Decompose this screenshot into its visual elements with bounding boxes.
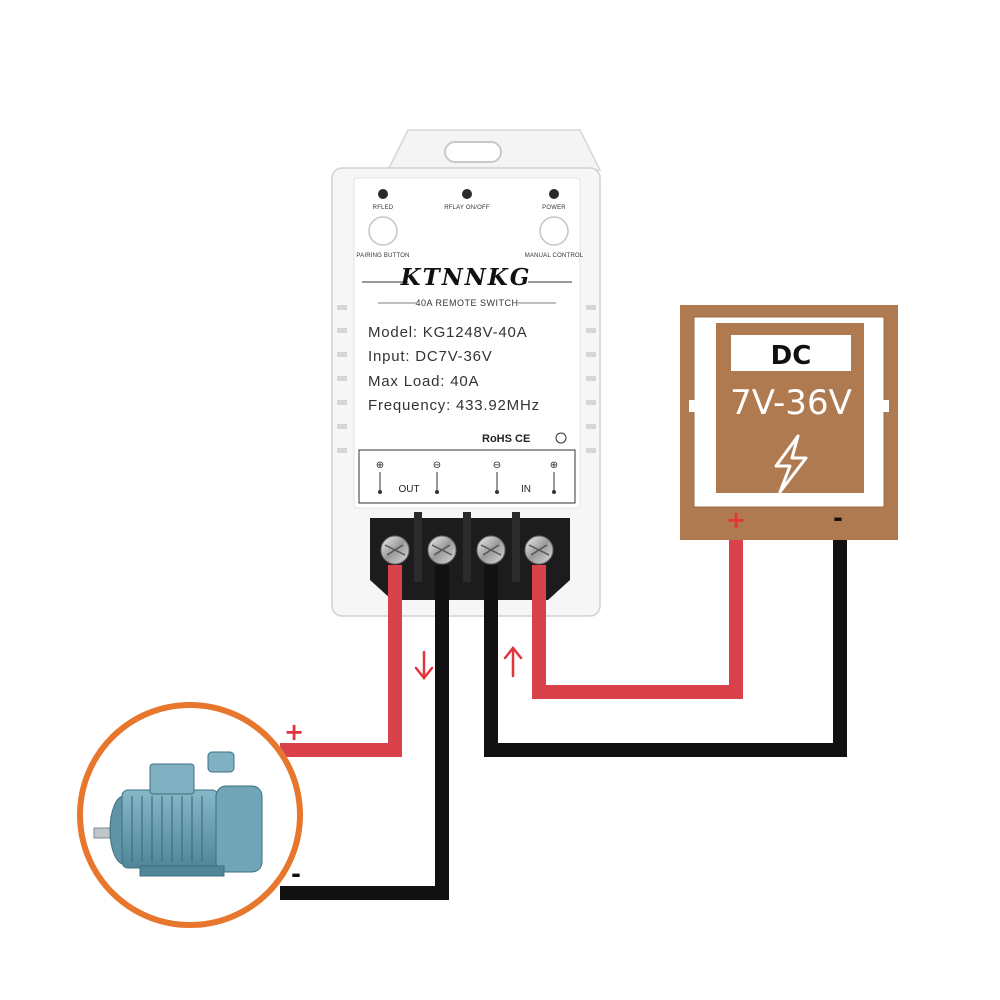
power-label: POWER — [542, 205, 566, 211]
motor-body — [121, 789, 219, 869]
motor-cooling-fins — [131, 796, 203, 862]
wires — [280, 540, 847, 900]
motor-fan-cover — [215, 785, 263, 873]
in-plus-symbol: ⊕ — [550, 460, 558, 471]
remote-switch-device: RFLED RFLAY ON/OFF POWER PAIRING BUTTON … — [331, 129, 602, 617]
lightning-icon — [774, 434, 808, 494]
spec-max-load: Max Load: 40A — [368, 373, 479, 390]
recycle-icon — [555, 432, 567, 444]
out-minus-symbol: ⊖ — [433, 460, 441, 471]
terminal-screws — [380, 535, 554, 565]
spec-input: Input: DC7V-36V — [368, 348, 493, 365]
up-arrow-icon — [503, 645, 523, 678]
manual-control-button[interactable] — [539, 216, 569, 246]
supply-right-tab — [879, 400, 889, 412]
terminal-divider-2 — [463, 512, 471, 582]
terminal-legend-symbols: ⊕ ⊖ ⊖ ⊕ — [376, 460, 558, 494]
motor-feet — [139, 865, 225, 877]
in-minus-symbol: ⊖ — [493, 460, 501, 471]
motor: + - — [77, 702, 304, 928]
right-vent-slots — [586, 305, 596, 453]
pairing-button-label: PAIRING BUTTON — [356, 253, 409, 259]
wire-in-negative — [484, 540, 847, 757]
rfled-label: RFLED — [373, 205, 394, 211]
supply-dc-label: DC — [771, 341, 812, 371]
supply-plus-sign: + — [726, 506, 746, 534]
terminal-legend-box — [358, 449, 576, 504]
wire-out-negative — [280, 565, 449, 900]
supply-minus-sign: - — [833, 504, 843, 532]
power-indicator-led — [549, 189, 559, 199]
motor-minus-sign: - — [291, 860, 301, 888]
dc-power-supply: DC 7V-36V + - — [680, 305, 898, 540]
terminal-divider-1 — [414, 512, 422, 582]
wire-out-positive — [280, 565, 402, 757]
terminal-divider-3 — [512, 512, 520, 582]
supply-dc-window — [731, 335, 851, 371]
left-vent-slots — [337, 305, 347, 453]
out-plus-symbol: ⊕ — [376, 460, 384, 471]
motor-junction-box — [149, 763, 195, 795]
out-label: OUT — [398, 484, 419, 495]
rfled-indicator-led — [378, 189, 388, 199]
down-arrow-icon — [414, 650, 434, 681]
motor-plus-sign: + — [284, 718, 304, 746]
relay-label: RFLAY ON/OFF — [444, 205, 490, 211]
supply-left-tab — [689, 400, 699, 412]
relay-indicator-led — [462, 189, 472, 199]
spec-model: Model: KG1248V-40A — [368, 324, 528, 341]
wire-in-positive — [532, 540, 743, 699]
current-flow-arrows — [414, 645, 523, 681]
in-label: IN — [521, 484, 531, 495]
supply-voltage-label: 7V-36V — [730, 383, 852, 423]
spec-frequency: Frequency: 433.92MHz — [368, 397, 540, 414]
motor-lifting-eye — [207, 751, 235, 773]
pairing-button[interactable] — [368, 216, 398, 246]
product-subtitle: 40A REMOTE SWITCH — [415, 298, 518, 308]
switch-label-panel — [353, 177, 581, 509]
manual-control-label: MANUAL CONTROL — [525, 253, 584, 259]
brand-logo: KTNNKG — [400, 264, 532, 291]
mounting-hole — [444, 141, 502, 163]
cert-marks: RoHS CE — [482, 433, 530, 445]
